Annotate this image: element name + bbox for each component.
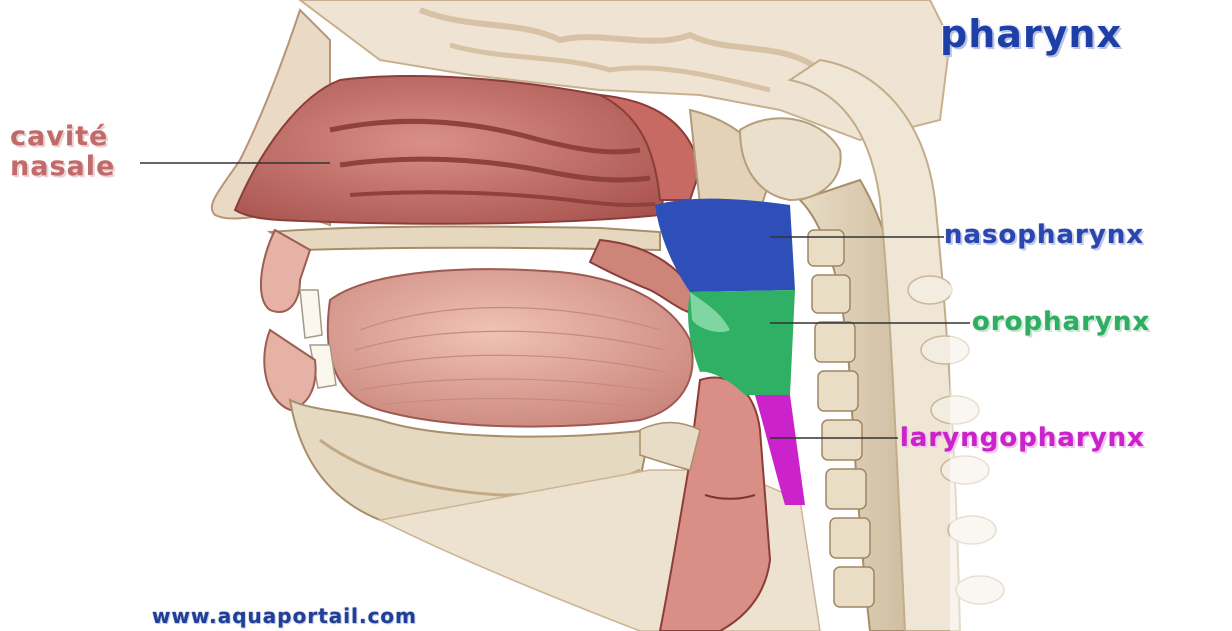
label-cavite-nasale: cavité nasale	[10, 122, 115, 182]
upper-teeth	[300, 290, 322, 338]
tongue	[328, 269, 693, 426]
label-laryngopharynx: laryngopharynx	[900, 423, 1145, 453]
label-nasopharynx: nasopharynx	[944, 220, 1144, 250]
page-title: pharynx	[940, 12, 1122, 56]
lower-lip	[264, 330, 315, 410]
label-oropharynx: oropharynx	[972, 307, 1150, 337]
footer-url[interactable]: www.aquaportail.com	[152, 604, 417, 628]
label-cavite-nasale-line1: cavité	[10, 122, 115, 152]
label-cavite-nasale-line2: nasale	[10, 152, 115, 182]
